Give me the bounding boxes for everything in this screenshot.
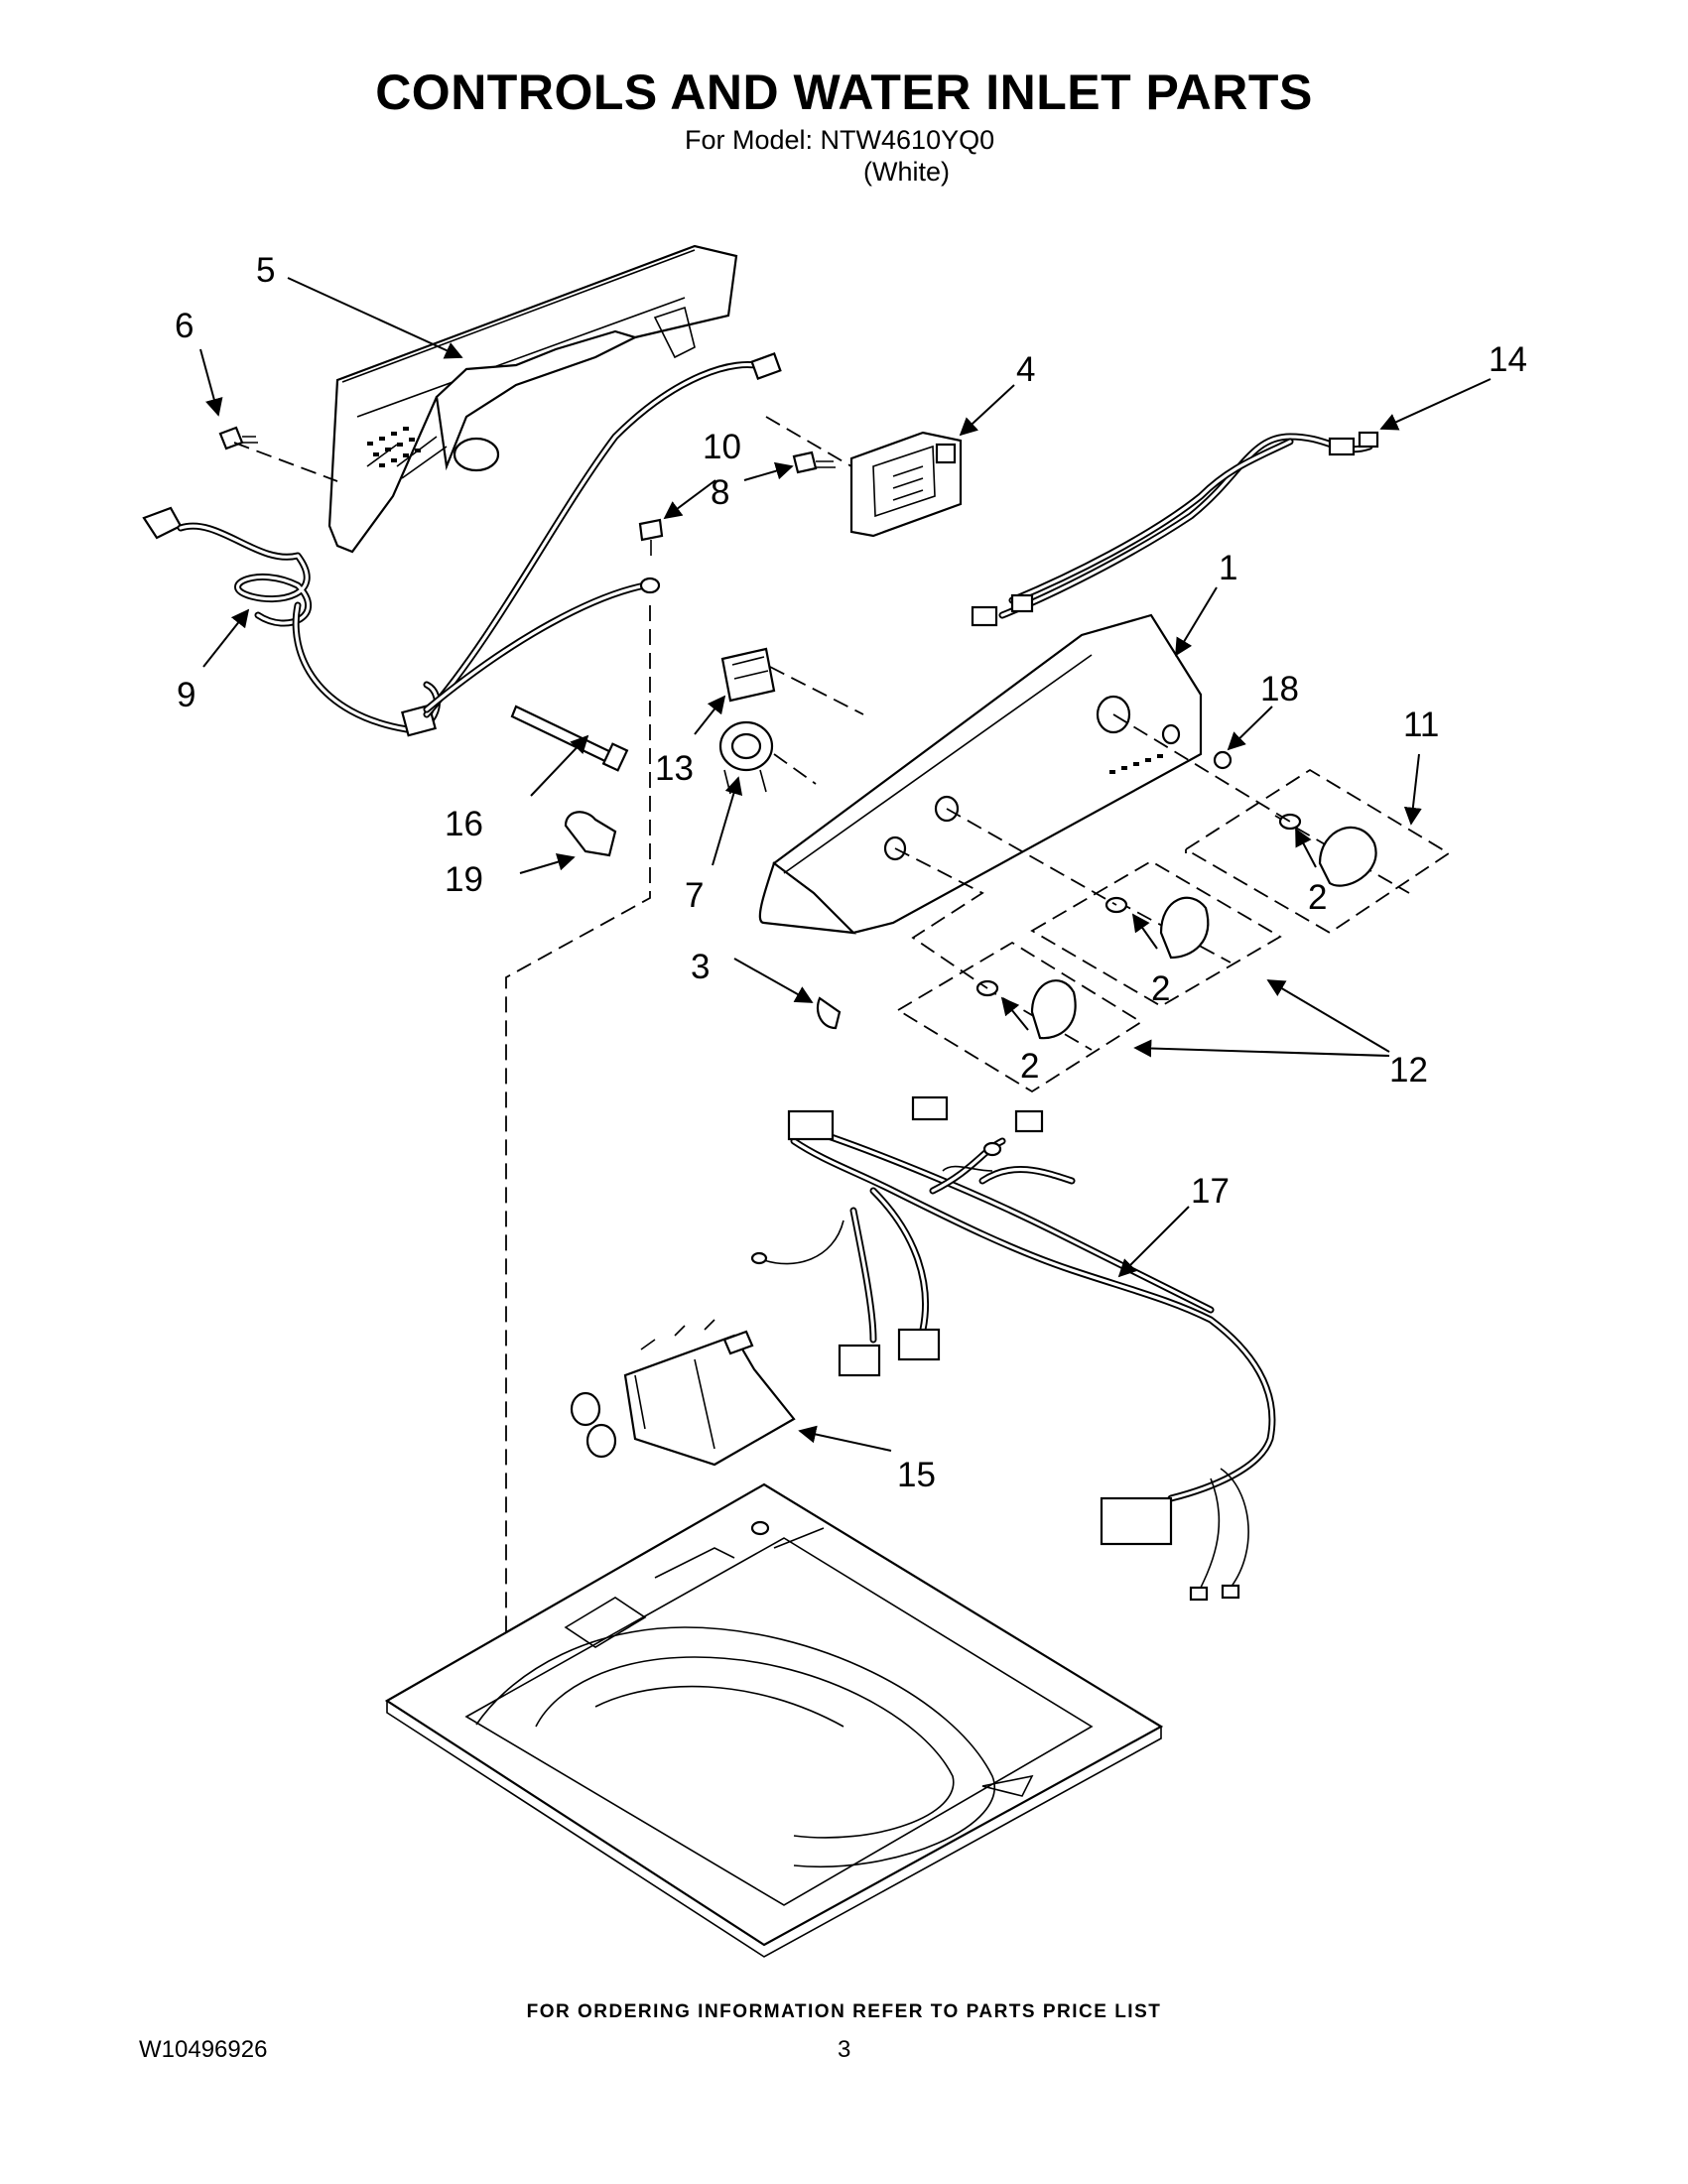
alignment-line bbox=[1112, 713, 1291, 823]
alignment-line bbox=[765, 416, 852, 467]
grommet bbox=[1213, 750, 1233, 770]
callout-19: 19 bbox=[445, 860, 483, 899]
panel-screw bbox=[218, 426, 258, 450]
wiring-harness-upper bbox=[971, 431, 1379, 627]
alignment-line bbox=[233, 442, 338, 482]
alignment-line bbox=[505, 605, 651, 1692]
callout-14: 14 bbox=[1489, 340, 1527, 379]
board-screw bbox=[792, 450, 836, 474]
ground-screw bbox=[638, 518, 664, 556]
alignment-line bbox=[769, 666, 864, 715]
page-number: 3 bbox=[838, 2036, 851, 2063]
callout-16: 16 bbox=[445, 805, 483, 843]
callout-17: 17 bbox=[1191, 1172, 1230, 1211]
callout-4: 4 bbox=[1016, 350, 1035, 389]
model-line: For Model: NTW4610YQ0 bbox=[685, 125, 995, 155]
console-clip bbox=[816, 996, 842, 1030]
callout-6: 6 bbox=[175, 307, 194, 345]
water-inlet-valve bbox=[570, 1319, 796, 1467]
knob-group-left bbox=[896, 941, 1143, 1093]
callout-13: 13 bbox=[655, 749, 694, 788]
callout-15: 15 bbox=[897, 1456, 936, 1494]
power-cord bbox=[142, 506, 441, 737]
console-rear-panel bbox=[327, 244, 738, 554]
knob-group-center bbox=[1030, 859, 1282, 1008]
callout-2c: 2 bbox=[1020, 1047, 1039, 1086]
alignment-line bbox=[946, 808, 1117, 906]
console bbox=[758, 613, 1203, 935]
callout-3: 3 bbox=[691, 948, 710, 986]
leader-arrows bbox=[199, 277, 1492, 1452]
callout-5: 5 bbox=[256, 251, 275, 290]
callout-2a: 2 bbox=[1308, 878, 1327, 917]
callout-9: 9 bbox=[177, 676, 195, 714]
callout-12: 12 bbox=[1389, 1051, 1428, 1090]
callout-11: 11 bbox=[1403, 706, 1439, 744]
cycle-switch bbox=[720, 647, 776, 703]
panel-vent-holes bbox=[367, 427, 421, 467]
page-title: CONTROLS AND WATER INLET PARTS bbox=[375, 64, 1313, 120]
document-number: W10496926 bbox=[139, 2036, 268, 2063]
callout-labels: 5 6 4 14 10 8 1 9 18 11 13 7 16 19 3 2 2… bbox=[175, 251, 1527, 1494]
callout-7: 7 bbox=[685, 876, 704, 915]
callout-10: 10 bbox=[703, 428, 741, 466]
control-board bbox=[849, 431, 963, 538]
callout-18: 18 bbox=[1260, 670, 1299, 708]
alignment-line bbox=[894, 847, 988, 989]
wire-clip bbox=[564, 811, 617, 857]
ground-wire bbox=[423, 352, 782, 718]
callout-8: 8 bbox=[711, 473, 729, 512]
alignment-line bbox=[773, 753, 817, 785]
washer-top-cabinet bbox=[384, 1482, 1164, 1958]
tie-strap bbox=[510, 705, 629, 772]
wiring-harness-main bbox=[750, 1095, 1276, 1602]
console-indicator-dots bbox=[1109, 754, 1163, 774]
timer-knob-assembly bbox=[718, 720, 774, 795]
ordering-note: FOR ORDERING INFORMATION REFER TO PARTS … bbox=[526, 2001, 1162, 2022]
callout-2b: 2 bbox=[1151, 969, 1170, 1008]
callout-1: 1 bbox=[1219, 549, 1237, 587]
color-line: (White) bbox=[863, 157, 950, 187]
